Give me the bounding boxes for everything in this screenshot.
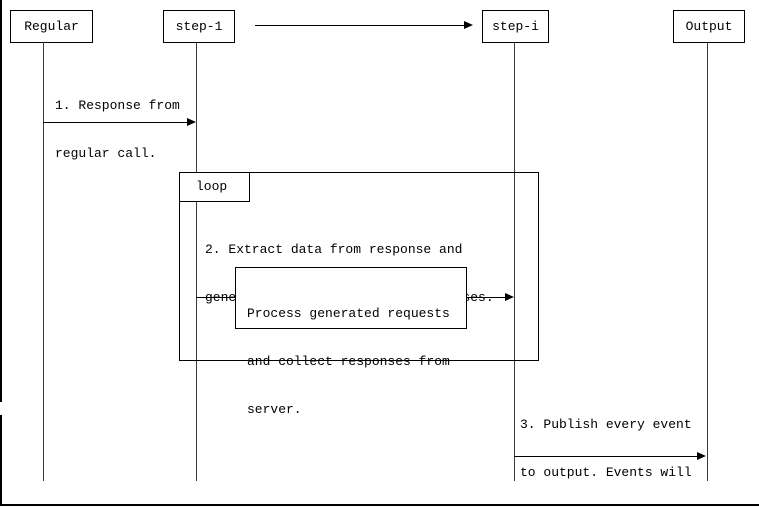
message-3-line-2: to output. Events will <box>520 465 692 480</box>
process-box-line-2: and collect responses from <box>247 354 450 369</box>
chain-arrow-head-icon <box>464 21 473 29</box>
process-box-line-3: server. <box>247 402 302 417</box>
message-3-arrow-line <box>514 456 699 457</box>
participant-box-regular: Regular <box>10 10 93 43</box>
chain-arrow-line <box>255 25 466 26</box>
process-box-line-1: Process generated requests <box>247 306 450 321</box>
message-1-label: 1. Response from regular call. <box>55 66 180 194</box>
process-out-arrow-line <box>467 297 505 298</box>
process-box: Process generated requests and collect r… <box>235 267 467 417</box>
participant-box-step-i: step-i <box>482 10 549 43</box>
message-1-line-1: 1. Response from <box>55 98 180 113</box>
lifeline-regular <box>43 42 44 481</box>
bottom-border-line <box>0 504 759 506</box>
message-1-line-2: regular call. <box>55 146 157 161</box>
process-in-line <box>196 297 235 298</box>
participant-box-step-1: step-1 <box>163 10 235 43</box>
left-border-notch <box>0 402 5 415</box>
message-3-arrow-head-icon <box>697 452 706 460</box>
message-3-line-1: 3. Publish every event <box>520 417 692 432</box>
message-1-arrow-line <box>43 122 189 123</box>
message-1-arrow-head-icon <box>187 118 196 126</box>
loop-fragment-frame <box>179 172 539 361</box>
process-out-arrow-head-icon <box>505 293 514 301</box>
participant-box-output: Output <box>673 10 745 43</box>
loop-fragment-label: loop <box>179 172 250 202</box>
lifeline-output <box>707 43 708 481</box>
message-3-label: 3. Publish every event to output. Events… <box>520 385 699 508</box>
lifeline-step-i <box>514 43 515 481</box>
left-border-line <box>0 0 2 506</box>
lifeline-step-1 <box>196 43 197 481</box>
message-2-line-1: 2. Extract data from response and <box>205 242 463 257</box>
